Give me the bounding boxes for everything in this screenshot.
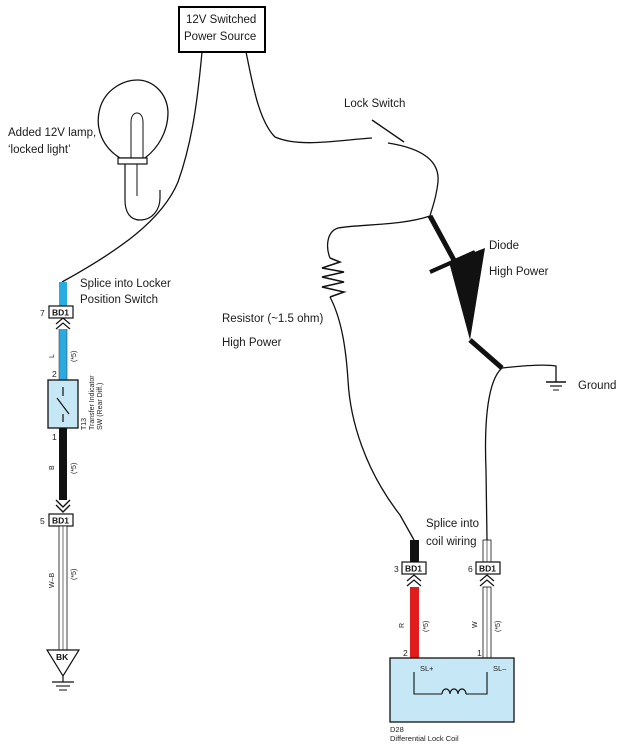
splice-coil-label-1: Splice into: [426, 518, 479, 530]
wire-wb-color-label: W–B: [49, 573, 56, 589]
splice-locker-label-2: Position Switch: [80, 294, 158, 306]
pin-5-label: 5: [40, 516, 45, 526]
coil-name: Differential Lock Coil: [390, 734, 459, 743]
splice-locker-label-1: Splice into Locker: [80, 278, 171, 290]
coil-id: D28: [390, 725, 404, 734]
svg-text:BD1: BD1: [52, 308, 69, 318]
wire-diode-to-coil: [484, 367, 503, 541]
resistor-icon: [321, 257, 347, 298]
ground-label: Ground: [578, 380, 616, 392]
wire-l-note: (*5): [71, 351, 78, 362]
connector-chevron-mid: [55, 499, 71, 513]
wire-black-b: [59, 428, 67, 500]
wire-red-r: [410, 587, 419, 658]
wire-diode-to-ground: [501, 364, 557, 382]
ground-icon: [546, 381, 566, 391]
wire-power-to-lamp: [61, 51, 203, 283]
ground-bk-label: BK: [56, 652, 69, 662]
connector-bd1-pin5: BD1: [48, 513, 74, 527]
svg-text:BD1: BD1: [52, 516, 69, 526]
connector-bd1-pin3: BD1: [401, 561, 427, 575]
wire-w-note: (*5): [495, 621, 502, 632]
lamp-icon: [97, 79, 169, 221]
wire-switch-to-resistor: [326, 215, 431, 259]
connector-chevron-right: [479, 574, 495, 587]
wire-wb-note: (*5): [71, 569, 78, 580]
pin-3-label: 3: [394, 564, 399, 574]
splice-coil-label-2: coil wiring: [426, 536, 477, 548]
lock-switch-icon: [371, 119, 439, 217]
resistor-label-1: Resistor (~1.5 ohm): [222, 313, 323, 325]
connector-chevron-left: [406, 574, 422, 587]
wire-black-coil-top: [410, 540, 419, 562]
ground-bk-icon: [45, 649, 81, 691]
switch-pin-1: 1: [52, 432, 57, 442]
lamp-label-1: Added 12V lamp,: [8, 127, 96, 139]
wire-power-to-lock-switch: [245, 51, 373, 144]
lamp-label-2: ‘locked light’: [8, 144, 71, 156]
resistor-label-2: High Power: [222, 337, 282, 349]
switch-name-2: SW (Rear Diff.): [97, 383, 104, 430]
wire-blue-l: [59, 329, 67, 380]
coil-term-plus: SL+: [420, 664, 434, 673]
diode-label-2: High Power: [489, 266, 549, 278]
power-source-label-1: 12V Switched: [186, 14, 256, 26]
switch-id: T13: [81, 418, 88, 430]
power-source-label-2: Power Source: [184, 31, 256, 43]
wire-blue-top: [59, 282, 67, 306]
wire-w-color-label: W: [472, 621, 479, 628]
transfer-indicator-switch: [47, 379, 79, 429]
wire-b-color-label: B: [49, 465, 56, 470]
coil-term-minus: SL–: [493, 664, 507, 673]
wire-r-color-label: R: [399, 623, 406, 628]
svg-text:BD1: BD1: [479, 564, 496, 574]
coil-pin-2: 2: [403, 648, 408, 658]
wire-b-note: (*5): [71, 463, 78, 474]
connector-bd1-pin7: BD1: [48, 305, 74, 319]
diode-label-1: Diode: [489, 240, 519, 252]
connector-chevron-top: [55, 317, 71, 330]
coil-pin-1: 1: [477, 648, 482, 658]
lock-switch-label: Lock Switch: [344, 98, 405, 110]
svg-text:BD1: BD1: [405, 564, 422, 574]
wire-r-note: (*5): [423, 621, 430, 632]
diode-icon: [427, 214, 504, 370]
pin-6-label: 6: [468, 564, 473, 574]
switch-name-1: Transfer Indicator: [89, 375, 96, 430]
differential-lock-coil: [389, 657, 515, 723]
wire-resistor-to-coil: [329, 296, 415, 541]
connector-bd1-pin6: BD1: [475, 561, 501, 575]
switch-pin-2: 2: [52, 369, 57, 379]
pin-7-label: 7: [40, 308, 45, 318]
power-source-box: 12V Switched Power Source: [178, 6, 266, 53]
wire-l-color-label: L: [49, 354, 56, 358]
